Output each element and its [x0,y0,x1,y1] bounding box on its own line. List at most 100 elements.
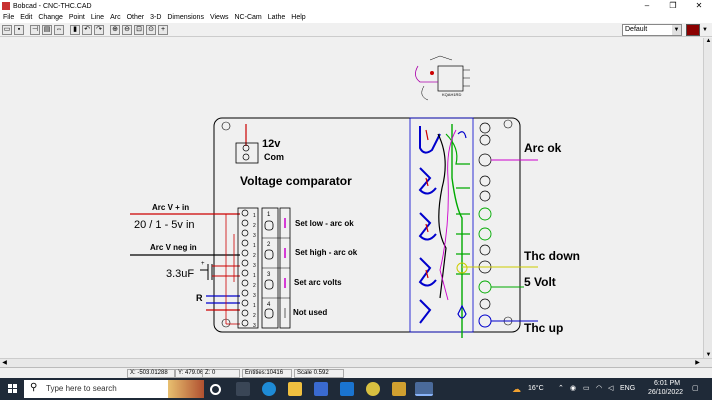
wifi-icon[interactable]: ◠ [596,385,603,392]
terminal-screw [241,239,249,247]
mount-hole [221,121,231,131]
label-capacitor: 3.3uF [166,268,194,280]
minimize-button[interactable]: – [644,1,650,10]
notification-icon[interactable]: ▢ [692,385,699,392]
mail-icon[interactable] [340,382,354,396]
trim-icon[interactable]: ⊣ [30,24,40,35]
terminal-number: 3 [253,323,256,329]
mini-chip-label: KQAH1RD [442,92,461,97]
label-ratio: 20 / 1 - 5v in [134,219,195,231]
chevron-up-icon[interactable]: ⌃ [558,385,564,392]
label-arc-v-in: Arc V + in [152,203,189,212]
close-button[interactable]: ✕ [695,1,703,10]
zoom-window-icon[interactable]: ⊡ [134,24,144,35]
label-thc-up: Thc up [524,321,563,335]
menu-lathe[interactable]: Lathe [267,14,286,21]
redo-icon[interactable]: ↷ [94,24,104,35]
taskbar-search-input[interactable]: ⚲ Type here to search [24,380,204,398]
zoom-in-icon[interactable]: ⊕ [110,24,120,35]
terminal-screw [241,309,249,317]
terminal-number: 3 [253,293,256,299]
terminal-number: 1 [253,243,256,249]
menu-help[interactable]: Help [291,14,306,21]
window-title: Bobcad - CNC-THC.CAD [13,2,92,10]
terminal-screw [241,319,249,327]
menu-arc[interactable]: Arc [110,14,121,21]
delete-icon[interactable]: ▮ [70,24,80,35]
chrome-icon[interactable] [366,382,380,396]
scroll-left-icon[interactable]: ◀ [2,360,7,366]
label-arc-ok: Arc ok [524,141,562,155]
terminal-number: 2 [253,313,256,319]
maximize-button[interactable]: ❐ [669,1,677,10]
measure-icon[interactable]: ⇔ [54,24,64,35]
plus-icon[interactable]: + [158,24,168,35]
menu-change[interactable]: Change [38,14,63,21]
label-pot-set-low: Set low - arc ok [295,219,354,228]
scroll-down-icon[interactable]: ▼ [705,352,712,358]
label-pot-set-arc-volts: Set arc volts [294,278,342,287]
terminal-number: 1 [253,273,256,279]
menu-views[interactable]: Views [209,14,229,21]
bobcad-icon [2,2,10,10]
menu-edit[interactable]: Edit [20,14,33,21]
language[interactable]: ENG [620,385,636,392]
label-pot-not-used: Not used [293,308,327,317]
search-placeholder: Type here to search [46,384,117,393]
undo-icon[interactable]: ↶ [82,24,92,35]
windows-start-icon[interactable] [8,384,18,394]
open-icon[interactable]: ▭ [2,24,12,35]
menu-3d[interactable]: 3-D [150,14,162,21]
terminal-screw [241,289,249,297]
drawing-canvas[interactable]: KQAH1RD 12v Com Voltage comparator Arc V… [0,38,703,358]
terminal-number: 2 [253,223,256,229]
zoom-out-icon[interactable]: ⊖ [122,24,132,35]
toolbar: ▭ ▪ ⊣ ▤ ⇔ ▮ ↶ ↷ ⊕ ⊖ ⊡ ⊙ + [0,23,712,37]
status-entities: Entities:10416 [242,369,292,378]
terminal-number: 3 [253,263,256,269]
label-pot-set-high: Set high - arc ok [295,248,358,257]
weather-icon[interactable]: ☁ [512,384,521,394]
label-5-volt: 5 Volt [524,275,556,289]
menu-file[interactable]: File [3,14,15,21]
window-icon[interactable]: ▤ [42,24,52,35]
mini-chip-preview: KQAH1RD [415,55,470,101]
menu-nc-cam[interactable]: NC-Cam [234,14,262,21]
clock-time[interactable]: 6:01 PM [654,380,681,387]
bobcad-taskbar-icon[interactable] [415,382,433,396]
title-bar: Bobcad - CNC-THC.CAD – ❐ ✕ [0,0,712,12]
board-outline [213,117,521,333]
folder-icon[interactable] [392,382,406,396]
scroll-up-icon[interactable]: ▲ [705,38,712,44]
battery-icon[interactable]: ▭ [583,385,590,392]
status-x: X: -503.01288 [127,369,175,378]
temperature[interactable]: 16°C [528,385,544,392]
menu-line[interactable]: Line [90,14,105,21]
chevron-down-icon: ▼ [672,25,681,35]
vertical-scrollbar[interactable]: ▲ ▼ [703,38,712,358]
scroll-right-icon[interactable]: ▶ [695,360,700,366]
pot-number: 4 [267,302,271,308]
menu-other[interactable]: Other [126,14,145,21]
task-view-icon[interactable] [236,382,250,396]
clock-date[interactable]: 26/10/2022 [648,389,684,396]
store-icon[interactable] [314,382,328,396]
color-swatch[interactable] [686,24,700,36]
file-explorer-icon[interactable] [288,382,302,396]
zoom-all-icon[interactable]: ⊙ [146,24,156,35]
layer-select[interactable]: Default ▼ [622,24,682,36]
color-dropdown-icon[interactable]: ▼ [702,27,708,33]
horizontal-scrollbar[interactable]: ◀ ▶ [0,358,712,367]
save-icon[interactable]: ▪ [14,24,24,35]
edge-icon[interactable] [262,382,276,396]
pot-column [261,207,291,329]
pcb-traces [409,117,474,338]
volume-icon[interactable]: ◁ [608,385,614,392]
network-icon[interactable]: ◉ [570,385,577,392]
menu-point[interactable]: Point [68,14,85,21]
cortana-icon[interactable] [210,384,221,395]
terminal-screw [241,269,249,277]
menu-dimensions[interactable]: Dimensions [167,14,204,21]
status-scale: Scale 0.592 [294,369,344,378]
svg-text:+: + [201,261,205,267]
